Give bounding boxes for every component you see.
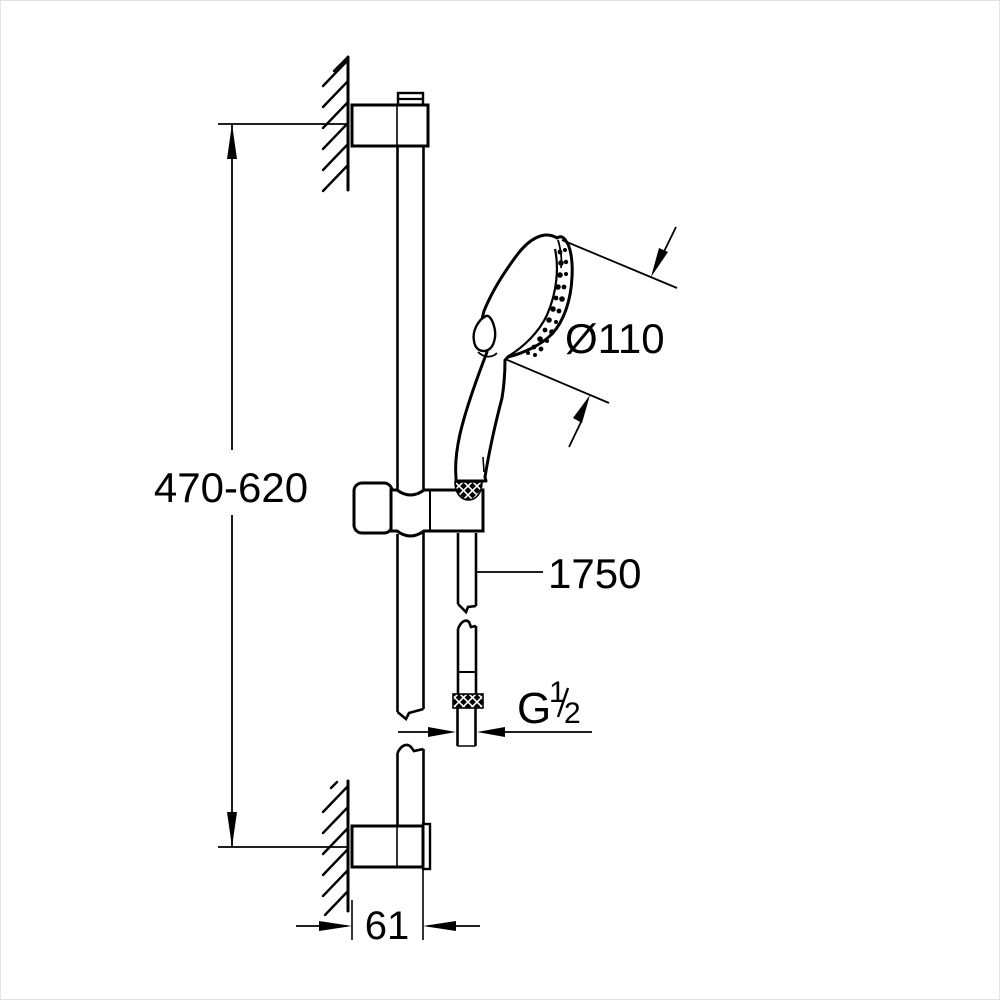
label-hose-length: 1750 bbox=[548, 550, 641, 597]
arrowhead-upper bbox=[651, 248, 668, 277]
label-thread-numerator: 1 bbox=[549, 676, 566, 709]
arrowhead-left bbox=[423, 921, 456, 931]
slider-bracket bbox=[352, 481, 485, 538]
arrowhead-down bbox=[227, 812, 237, 847]
hose-break-upper bbox=[457, 603, 477, 615]
dimension-thread: G 1 2 bbox=[398, 676, 592, 737]
fraction-slash bbox=[556, 687, 570, 718]
top-bracket-body bbox=[350, 103, 430, 148]
bottom-bracket-body bbox=[350, 824, 425, 869]
dimension-height-range: 470-620 bbox=[154, 123, 348, 848]
handle-seam bbox=[482, 456, 485, 473]
wall-top-hatching bbox=[321, 55, 350, 193]
mode-button-ledge bbox=[477, 351, 498, 358]
arrowhead-right bbox=[428, 727, 456, 737]
label-thread-letter: G bbox=[517, 684, 551, 733]
spray-face-rim bbox=[557, 239, 563, 269]
spray-nozzles bbox=[526, 248, 569, 357]
shower-hose bbox=[452, 533, 484, 747]
bottom-bracket bbox=[350, 822, 432, 871]
hose-break-lower bbox=[456, 619, 477, 630]
slider-body bbox=[389, 488, 485, 538]
arrowhead-left bbox=[477, 727, 505, 737]
rail-break-lower bbox=[396, 743, 424, 754]
rail-break-upper bbox=[396, 707, 424, 722]
label-height-range: 470-620 bbox=[154, 464, 308, 511]
top-bracket bbox=[350, 91, 430, 148]
slider-knob bbox=[352, 481, 394, 535]
hand-shower bbox=[454, 233, 574, 501]
dimension-hose-length: 1750 bbox=[477, 550, 641, 597]
handle-cone-nut bbox=[454, 481, 483, 501]
dimension-head-diameter: Ø110 bbox=[504, 226, 678, 448]
spray-face-inner-edge bbox=[506, 248, 559, 358]
hose-nut-knurled bbox=[452, 693, 484, 709]
wall-bottom-hatching bbox=[321, 780, 350, 917]
label-bracket-depth: 61 bbox=[365, 904, 410, 948]
wall-bottom bbox=[321, 779, 350, 917]
label-head-diameter: Ø110 bbox=[565, 315, 665, 362]
arrowhead-lower bbox=[573, 395, 590, 423]
diameter-line-upper bbox=[561, 239, 678, 289]
mode-button bbox=[472, 314, 497, 353]
dimension-bracket-depth: 61 bbox=[296, 869, 480, 948]
label-thread-denominator: 2 bbox=[564, 697, 581, 730]
diameter-line-lower bbox=[504, 358, 610, 404]
shower-rail bbox=[396, 146, 425, 826]
arrowhead-up bbox=[227, 124, 237, 159]
hand-shower-outline bbox=[454, 233, 574, 483]
arrowhead-right bbox=[319, 921, 352, 931]
